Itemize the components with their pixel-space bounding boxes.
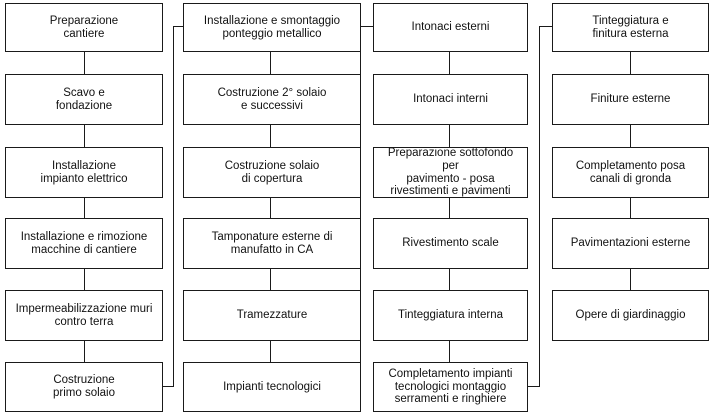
step-impianti-tecnologici: Impianti tecnologici bbox=[183, 362, 361, 412]
step-canali-gronda: Completamento posa canali di gronda bbox=[552, 147, 709, 198]
step-preparazione-cantiere: Preparazione cantiere bbox=[5, 3, 163, 52]
step-rivestimento-scale: Rivestimento scale bbox=[373, 218, 528, 269]
step-secondo-solaio: Costruzione 2° solaio e successivi bbox=[183, 74, 361, 125]
step-scavo-fondazione: Scavo e fondazione bbox=[5, 74, 163, 125]
step-completamento-impianti: Completamento impianti tecnologici monta… bbox=[373, 362, 528, 412]
step-tinteggiatura-interna: Tinteggiatura interna bbox=[373, 290, 528, 341]
step-impianto-elettrico: Installazione impianto elettrico bbox=[5, 147, 163, 198]
link-col1-to-col2 bbox=[162, 26, 183, 387]
step-solaio-copertura: Costruzione solaio di copertura bbox=[183, 147, 361, 198]
link-col2-to-col3 bbox=[360, 26, 373, 387]
step-macchine-cantiere: Installazione e rimozione macchine di ca… bbox=[5, 218, 163, 269]
step-impermeabilizzazione: Impermeabilizzazione muri contro terra bbox=[5, 290, 163, 341]
step-intonaci-esterni: Intonaci esterni bbox=[373, 3, 528, 52]
step-tamponature-esterne: Tamponature esterne di manufatto in CA bbox=[183, 218, 361, 269]
step-tramezzature: Tramezzature bbox=[183, 290, 361, 341]
link-col3-to-col4 bbox=[527, 26, 552, 387]
step-tinteggiatura-esterna: Tinteggiatura e finitura esterna bbox=[552, 3, 709, 52]
step-sottofondo-pavimenti: Preparazione sottofondo per pavimento - … bbox=[373, 147, 528, 198]
step-finiture-esterne: Finiture esterne bbox=[552, 74, 709, 125]
step-ponteggio-metallico: Installazione e smontaggio ponteggio met… bbox=[183, 3, 361, 52]
step-pavimentazioni-esterne: Pavimentazioni esterne bbox=[552, 218, 709, 269]
step-primo-solaio: Costruzione primo solaio bbox=[5, 362, 163, 412]
step-intonaci-interni: Intonaci interni bbox=[373, 74, 528, 125]
step-opere-giardinaggio: Opere di giardinaggio bbox=[552, 290, 709, 341]
